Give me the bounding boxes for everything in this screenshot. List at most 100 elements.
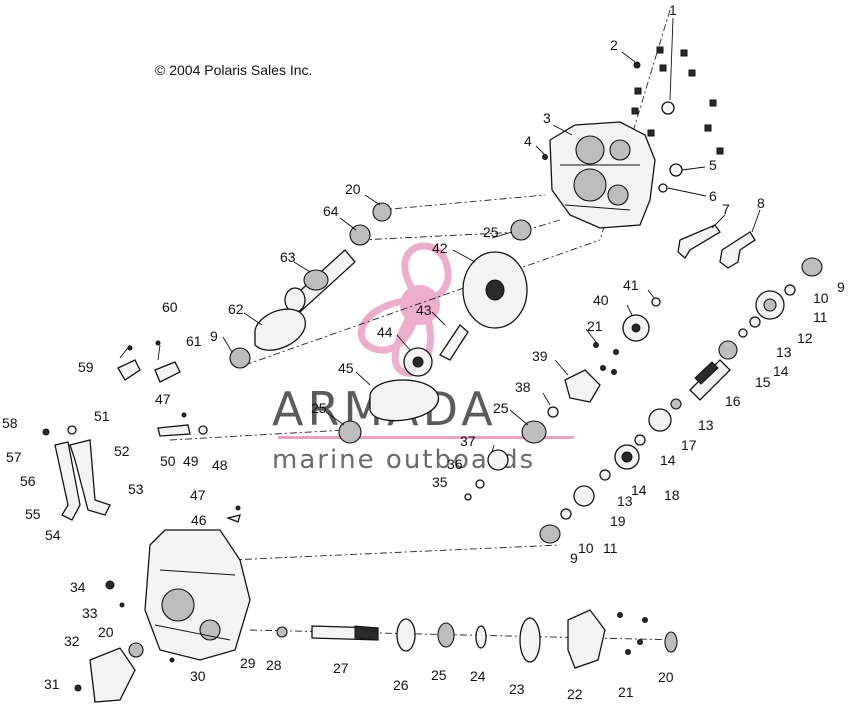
callout-58: 58 bbox=[2, 415, 18, 431]
shift-selector-linkage bbox=[117, 340, 181, 383]
callout-20-top: 20 bbox=[345, 181, 361, 197]
callout-52: 52 bbox=[114, 443, 130, 459]
callout-38: 38 bbox=[515, 379, 531, 395]
callout-62: 62 bbox=[228, 301, 244, 317]
callout-47-bottom: 47 bbox=[190, 487, 206, 503]
callout-50: 50 bbox=[160, 453, 176, 469]
callout-49: 49 bbox=[183, 453, 199, 469]
callout-15: 15 bbox=[755, 374, 771, 390]
callout-53: 53 bbox=[128, 481, 144, 497]
callout-43: 43 bbox=[416, 302, 432, 318]
output-gear-stack bbox=[539, 257, 823, 544]
callout-14-low: 14 bbox=[631, 482, 647, 498]
callout-7: 7 bbox=[722, 201, 730, 217]
callout-45: 45 bbox=[338, 360, 354, 376]
callout-57: 57 bbox=[6, 449, 22, 465]
callout-10-right: 10 bbox=[813, 290, 829, 306]
callout-22: 22 bbox=[567, 686, 583, 702]
callout-21-bottom: 21 bbox=[618, 684, 634, 700]
callout-10-bottom: 10 bbox=[578, 540, 594, 556]
callout-39: 39 bbox=[532, 348, 548, 364]
callout-1: 1 bbox=[669, 2, 677, 18]
lower-case-half bbox=[128, 529, 251, 661]
callout-18: 18 bbox=[664, 487, 680, 503]
drive-chain-large bbox=[369, 379, 439, 422]
large-driven-gear bbox=[462, 219, 532, 329]
callout-47-top: 47 bbox=[155, 391, 171, 407]
callout-27: 27 bbox=[333, 660, 349, 676]
callout-24: 24 bbox=[470, 668, 486, 684]
shift-drum-parts bbox=[157, 412, 241, 523]
callout-35: 35 bbox=[432, 474, 448, 490]
callout-54: 54 bbox=[45, 527, 61, 543]
callout-64: 64 bbox=[323, 203, 339, 219]
shift-forks bbox=[677, 224, 756, 269]
callout-25-left: 25 bbox=[311, 400, 327, 416]
callout-31: 31 bbox=[44, 676, 60, 692]
callout-33: 33 bbox=[82, 605, 98, 621]
mid-bearings bbox=[338, 406, 559, 501]
callout-55: 55 bbox=[25, 506, 41, 522]
callout-11-bottom: 11 bbox=[603, 540, 618, 556]
callout-8: 8 bbox=[757, 195, 765, 211]
callout-3: 3 bbox=[543, 110, 551, 126]
callout-20-left: 20 bbox=[98, 624, 114, 640]
sprocket-and-shaft bbox=[403, 324, 469, 377]
callout-60: 60 bbox=[162, 299, 178, 315]
callout-6: 6 bbox=[709, 188, 717, 204]
callout-61: 61 bbox=[186, 333, 202, 349]
callout-11-right: 11 bbox=[813, 309, 828, 325]
callout-16: 16 bbox=[725, 393, 741, 409]
drive-chain-small bbox=[229, 308, 306, 369]
callout-48: 48 bbox=[212, 457, 228, 473]
primary-shaft-assembly bbox=[284, 202, 392, 313]
callout-14-mid: 14 bbox=[660, 452, 676, 468]
watermark-rule bbox=[278, 436, 574, 439]
callout-13-top: 13 bbox=[776, 344, 792, 360]
callout-51: 51 bbox=[94, 408, 110, 424]
leader-lines bbox=[222, 17, 761, 453]
callout-36: 36 bbox=[447, 456, 463, 472]
callout-26: 26 bbox=[393, 677, 409, 693]
callout-28: 28 bbox=[266, 657, 282, 673]
output-shaft-row bbox=[276, 609, 678, 669]
callout-25-mid: 25 bbox=[493, 400, 509, 416]
callout-56: 56 bbox=[20, 473, 36, 489]
copyright-text: © 2004 Polaris Sales Inc. bbox=[155, 62, 312, 78]
callout-5: 5 bbox=[709, 157, 717, 173]
bearing-plate-and-sprocket bbox=[564, 297, 661, 403]
callout-42: 42 bbox=[432, 240, 448, 256]
callout-59: 59 bbox=[78, 359, 94, 375]
callout-32: 32 bbox=[64, 633, 80, 649]
callout-30: 30 bbox=[190, 668, 206, 684]
case-bolts-upper bbox=[542, 46, 724, 193]
callout-4: 4 bbox=[524, 133, 532, 149]
callout-63: 63 bbox=[280, 249, 296, 265]
callout-25-top: 25 bbox=[483, 224, 499, 240]
callout-2: 2 bbox=[610, 37, 618, 53]
callout-17: 17 bbox=[681, 437, 697, 453]
upper-case-half bbox=[549, 121, 656, 229]
callout-9-right: 9 bbox=[837, 279, 845, 295]
callout-40: 40 bbox=[593, 292, 609, 308]
callout-44: 44 bbox=[377, 324, 393, 340]
callout-46: 46 bbox=[191, 512, 207, 528]
callout-19: 19 bbox=[610, 513, 626, 529]
callout-37: 37 bbox=[460, 433, 476, 449]
callout-13-low: 13 bbox=[617, 493, 633, 509]
callout-9-bottom: 9 bbox=[570, 550, 578, 566]
callout-12: 12 bbox=[797, 330, 813, 346]
callout-14-top: 14 bbox=[773, 363, 789, 379]
shift-shafts bbox=[42, 425, 111, 521]
armada-logo-propeller bbox=[357, 242, 452, 377]
callout-13-mid: 13 bbox=[698, 417, 714, 433]
callout-29: 29 bbox=[240, 655, 256, 671]
callout-41: 41 bbox=[623, 277, 639, 293]
callout-21-mid: 21 bbox=[587, 318, 603, 334]
callout-23: 23 bbox=[509, 681, 525, 697]
callout-34: 34 bbox=[70, 579, 86, 595]
callout-9-left: 9 bbox=[210, 328, 218, 344]
lower-left-fasteners bbox=[74, 580, 175, 703]
